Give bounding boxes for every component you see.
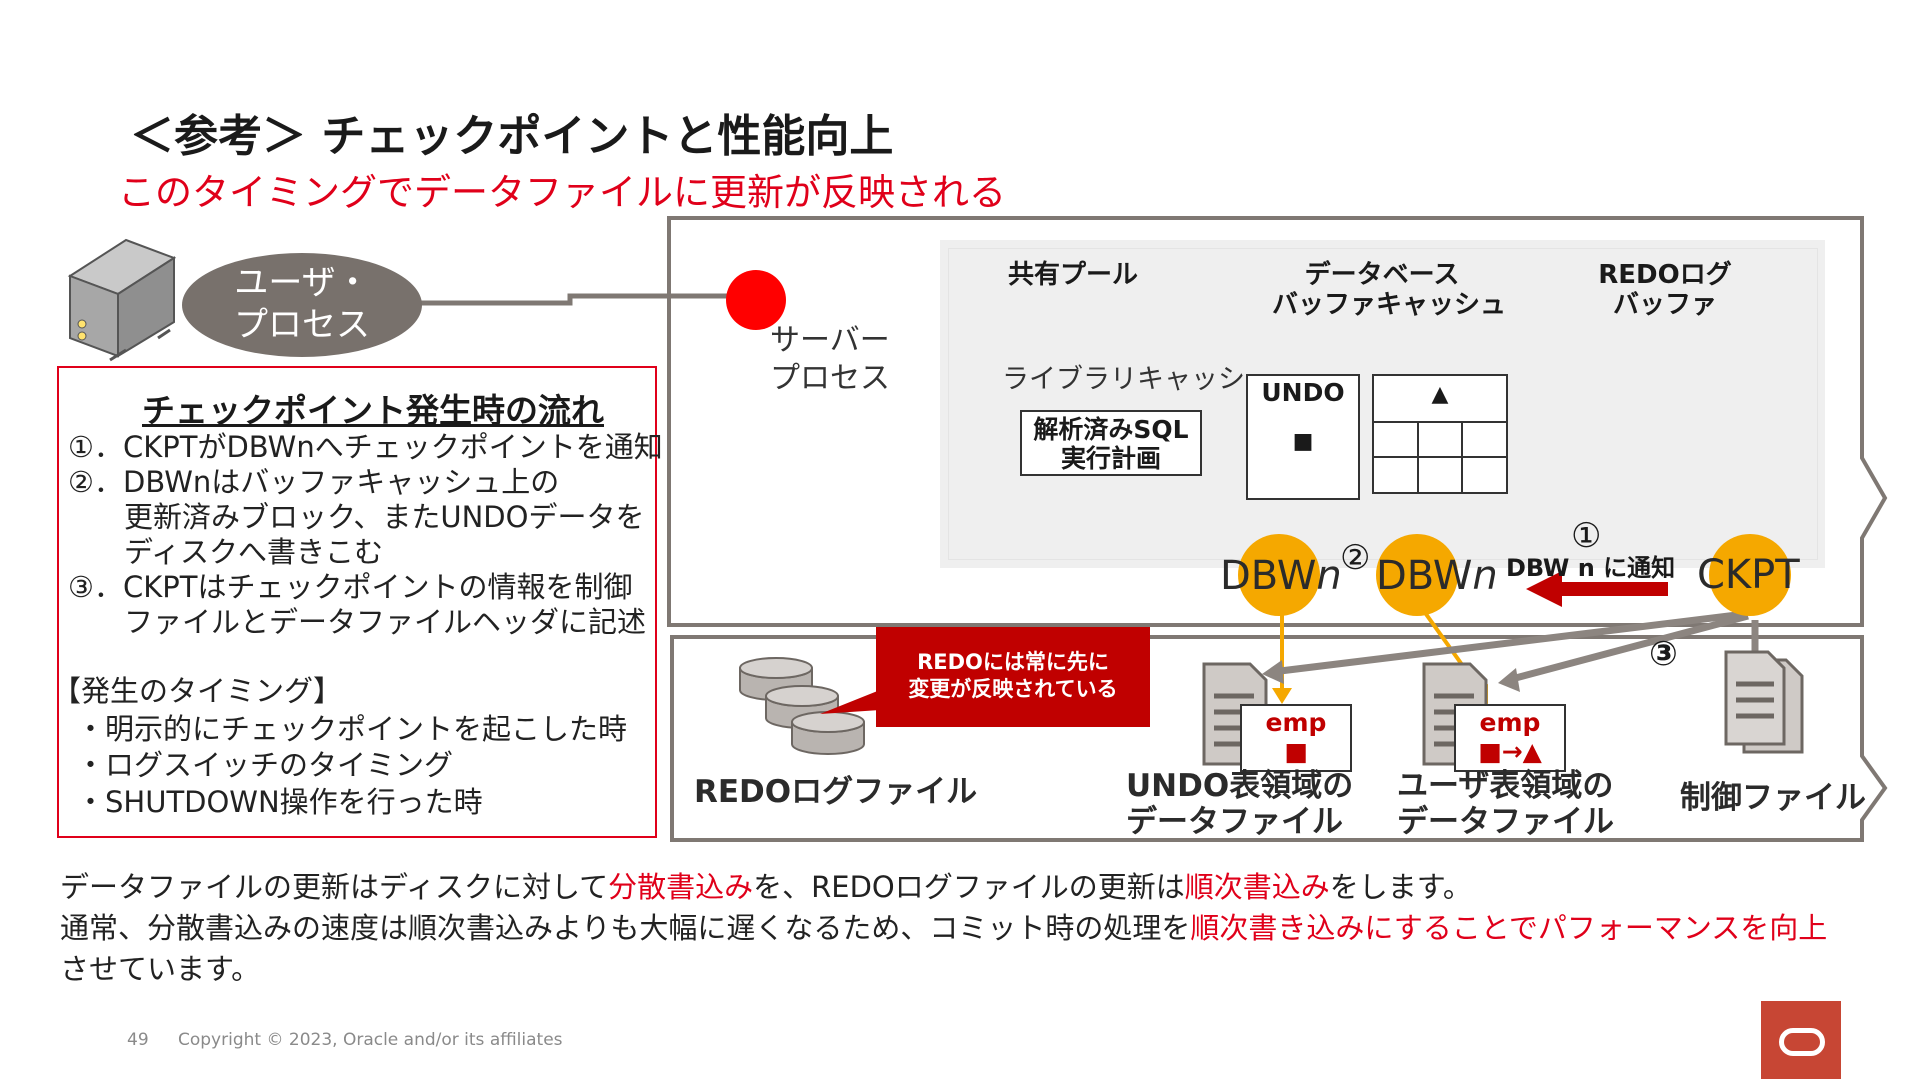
buffer-cache-label-line1: データベース: [1304, 260, 1460, 290]
flow-step-2-cont2: ディスクへ書きこむ: [124, 535, 383, 569]
timing-item-3: ・SHUTDOWN操作を行った時: [76, 785, 483, 819]
parsed-sql-line1: 解析済みSQL: [1033, 415, 1189, 444]
user-file-label-line1: ユーザ表領域の: [1397, 768, 1614, 804]
flow-step-1: ①．CKPTがDBWnへチェックポイントを通知: [68, 430, 663, 464]
bottom-text-line3: させています。: [60, 952, 261, 986]
control-file-label: 制御ファイル: [1680, 780, 1866, 816]
timing-heading: 【発生のタイミング】: [52, 674, 343, 708]
flow-step-2-cont1: 更新済みブロック、またUNDOデータを: [124, 500, 645, 534]
redo-buffer-label-line2: バッファ: [1612, 290, 1717, 320]
bottom-text-line1: データファイルの更新はディスクに対して分散書込みを、REDOログファイルの更新は…: [60, 870, 1472, 904]
redo-log-file-icon: [739, 657, 865, 755]
redo-buffer-label-line1: REDOログ: [1598, 260, 1732, 290]
library-cache-label: ライブラリキャッシュ: [1002, 364, 1272, 395]
step3-marker: ③: [1649, 634, 1678, 674]
notify-label: DBW n に通知: [1506, 554, 1676, 582]
control-file-icon: [1724, 650, 1804, 754]
instance-outline: [667, 216, 1888, 627]
dbwn1-label: DBWn: [1220, 553, 1342, 599]
shared-pool-label: 共有プール: [1008, 260, 1139, 290]
timing-item-2: ・ログスイッチのタイミング: [76, 748, 454, 782]
flow-step-3-cont: ファイルとデータファイルヘッダに記述: [124, 605, 647, 639]
server-process-label-line1: サーバー: [770, 323, 890, 358]
undo-emp-mark: ■: [1284, 737, 1308, 766]
dbwn2-label: DBWn: [1376, 553, 1498, 599]
buffer-grid-mark: ▲: [1431, 382, 1449, 407]
server-process-label-line2: プロセス: [770, 361, 890, 396]
redo-callout-line1: REDOには常に先に: [917, 650, 1109, 674]
user-process-label-line2: プロセス: [234, 305, 370, 345]
flow-step-2: ②．DBWnはバッファキャッシュ上の: [68, 465, 560, 499]
user-file-label-line2: データファイル: [1397, 804, 1614, 840]
undo-file-label-line1: UNDO表領域の: [1126, 768, 1354, 804]
flow-heading: チェックポイント発生時の流れ: [142, 391, 604, 430]
parsed-sql-box: 解析済みSQL 実行計画: [1020, 410, 1202, 476]
undo-emp-box: emp ■: [1240, 704, 1352, 772]
user-emp-box: emp ■→▲: [1454, 704, 1566, 772]
undo-file-label-line2: データファイル: [1126, 804, 1343, 840]
server-icon: [67, 238, 176, 362]
user-process-node: [182, 253, 422, 357]
buffer-cache-label-line2: バッファキャッシュ: [1272, 290, 1507, 320]
dbwn2-process-circle: [1376, 534, 1458, 616]
storage-outline: [670, 635, 1888, 842]
parsed-sql-line2: 実行計画: [1060, 444, 1161, 473]
bottom-text-line2: 通常、分散書込みの速度は順次書込みよりも大幅に遅くなるため、コミット時の処理を順…: [60, 911, 1828, 945]
ckpt-label: CKPT: [1697, 552, 1800, 598]
redo-callout: REDOには常に先に 変更が反映されている: [876, 627, 1150, 727]
ckpt-to-user-header-arrow: [1507, 612, 1749, 684]
redo-callout-line2: 変更が反映されている: [908, 677, 1118, 701]
timing-item-1: ・明示的にチェックポイントを起こした時: [76, 712, 628, 746]
dbwn1-process-circle: [1238, 534, 1320, 616]
checkpoint-flow-box: [57, 366, 657, 838]
user-server-connector: [420, 293, 736, 306]
user-process-label-line1: ユーザ・: [234, 263, 370, 303]
buffer-cache-grid: ▲: [1372, 374, 1508, 494]
notify-arrow-shaft: [1560, 582, 1668, 596]
ckpt-process-circle: [1709, 534, 1791, 616]
ckpt-to-undo-header-arrow: [1271, 610, 1746, 676]
page-number: 49: [127, 1030, 149, 1050]
user-emp-mark: ■→▲: [1478, 737, 1542, 766]
slide-title: ＜参考＞ チェックポイントと性能向上: [130, 111, 894, 162]
undo-emp-label: emp: [1265, 708, 1327, 737]
undo-buffer-block: UNDO ■: [1246, 374, 1360, 500]
user-emp-label: emp: [1479, 708, 1541, 737]
redo-log-file-label: REDOログファイル: [694, 774, 978, 810]
flow-step-3: ③．CKPTはチェックポイントの情報を制御: [68, 570, 633, 604]
step1-marker: ①: [1571, 516, 1602, 556]
slide-subtitle: このタイミングでデータファイルに更新が反映される: [118, 171, 1006, 214]
oracle-logo: [1761, 1001, 1841, 1079]
step2-marker: ②: [1340, 538, 1371, 578]
copyright: Copyright © 2023, Oracle and/or its affi…: [178, 1030, 563, 1050]
notify-arrow-head: [1526, 571, 1562, 607]
undo-buffer-mark: ■: [1292, 429, 1314, 454]
undo-buffer-label: UNDO: [1261, 378, 1345, 407]
server-process-dot: [726, 270, 786, 330]
